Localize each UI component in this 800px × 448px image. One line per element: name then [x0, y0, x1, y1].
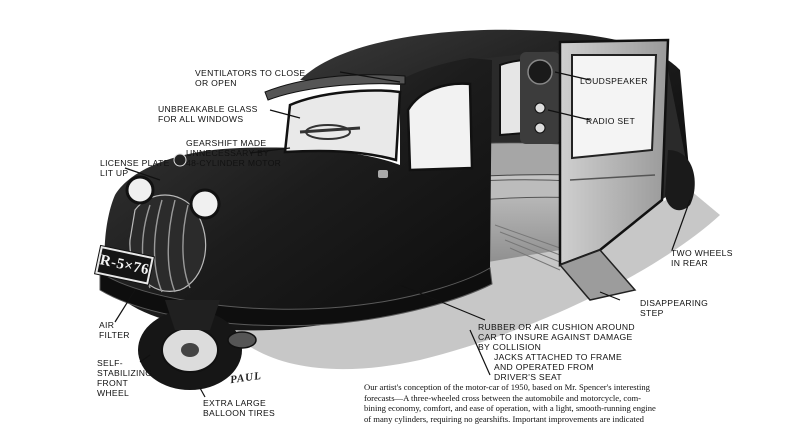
- radio-dial-1: [534, 102, 546, 114]
- steering-wheel-rim: [305, 124, 351, 140]
- callout-leaders: [114, 71, 691, 398]
- left-headlight: [125, 175, 155, 205]
- front-fork: [165, 300, 220, 330]
- ventilator-flap: [264, 74, 406, 101]
- radio-dial-2: [534, 122, 546, 134]
- door-handle: [378, 170, 388, 178]
- grille-ribs: [141, 199, 191, 293]
- steering-wheel: [299, 126, 361, 134]
- floor-mat: [494, 224, 561, 271]
- front-wheel-cap: [181, 343, 199, 357]
- front-side-window: [406, 82, 474, 172]
- figure-caption: Our artist's conception of the motor-car…: [364, 382, 656, 424]
- disappearing-step: [558, 249, 637, 301]
- door-trim: [569, 174, 656, 181]
- windshield: [283, 89, 402, 162]
- loudspeaker-grille: [527, 59, 553, 85]
- rear-wheels: [665, 150, 695, 211]
- hood-ornament: [173, 153, 187, 167]
- door-window: [571, 54, 658, 160]
- air-filter: [227, 331, 257, 349]
- callout-radio-set: RADIO SET: [586, 116, 636, 126]
- right-headlight: [189, 188, 221, 220]
- callout-loudspeaker: LOUDSPEAKER: [580, 76, 648, 86]
